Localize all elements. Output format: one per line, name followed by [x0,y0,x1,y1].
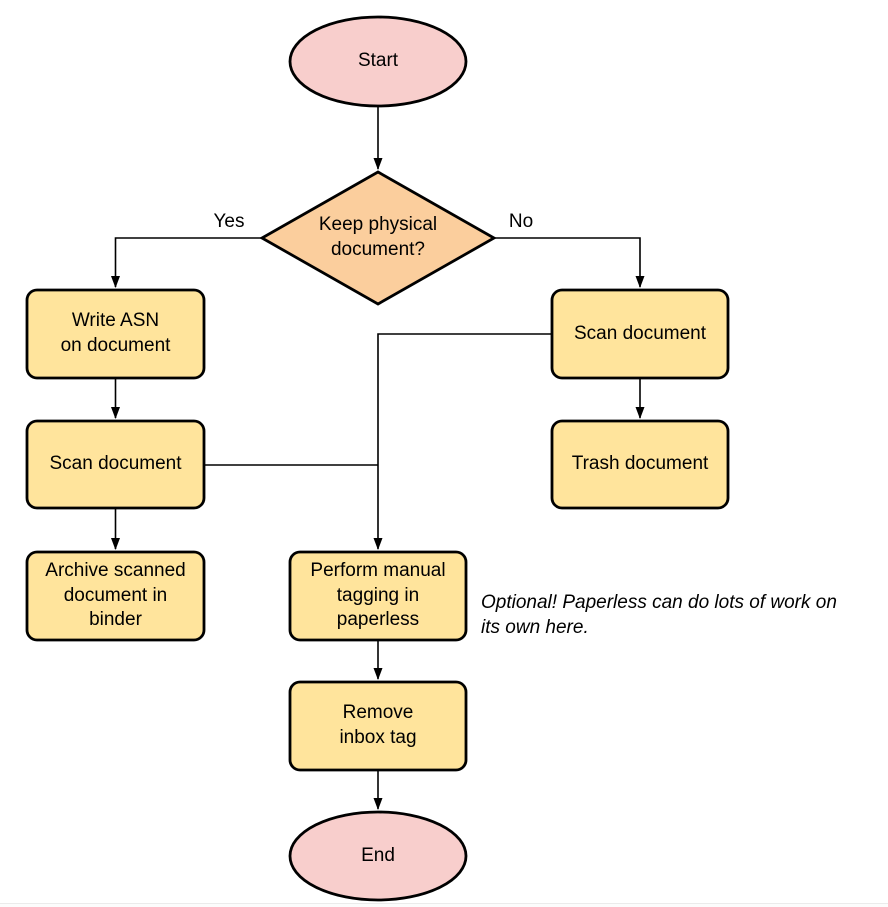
start-terminal-shape [288,15,468,108]
edge-no-branch [494,237,645,288]
decision-diamond-shape [259,170,497,306]
edge-yes-branch [111,237,262,288]
tagging-box-shape [288,550,468,642]
scan-left-label: Scan document [49,453,182,475]
archive-box-shape [25,550,206,642]
end-terminal-shape [288,810,468,902]
trash-box-shape [550,419,730,510]
scan-right-label: Scan document [573,322,707,344]
yes-edge-label: Yes [213,210,245,232]
optional-annotation: Optional! Paperless can do lots of work … [481,592,837,638]
edge-scanright-to-tagging [373,333,552,550]
decision-label: Keep physical document? [318,214,438,260]
scan-left-box-shape [25,419,206,510]
remove-inbox-label: Remove inbox tag [339,702,417,748]
archive-label: Archive scanned document in binder [45,559,186,631]
trash-label: Trash document [571,453,709,475]
no-edge-label: No [508,210,534,232]
end-label: End [361,844,395,866]
remove-inbox-box-shape [288,680,468,772]
scan-right-box-shape [550,288,730,380]
bottom-page-divider [0,903,888,907]
write-asn-box-shape [25,288,206,380]
start-label: Start [357,50,399,72]
tagging-label: Perform manual tagging in paperless [310,559,446,631]
write-asn-label: Write ASN on document [60,310,171,356]
